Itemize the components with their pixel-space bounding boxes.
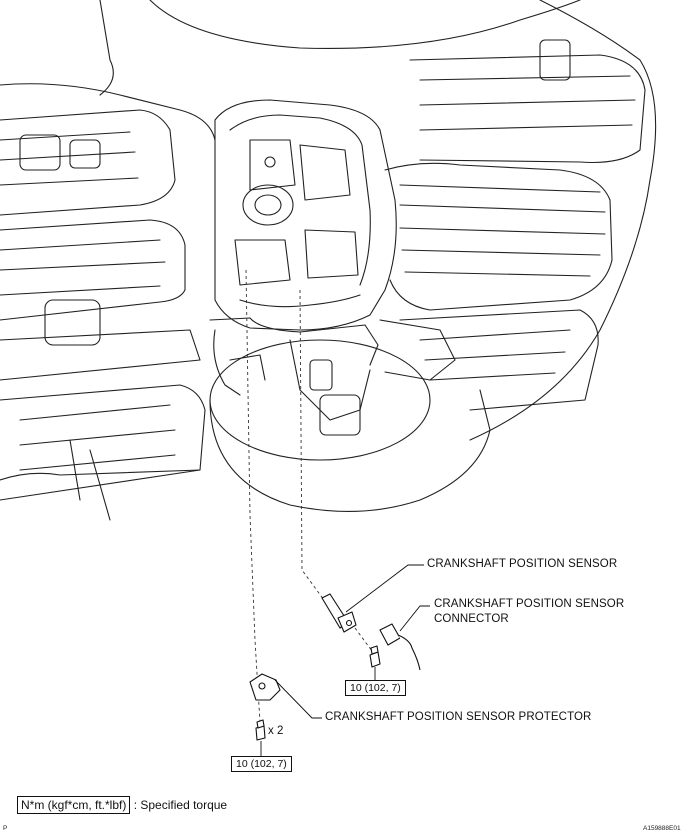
connector-label-line1: CRANKSHAFT POSITION SENSOR	[434, 598, 625, 610]
torque-unit-box: N*m (kgf*cm, ft.*lbf)	[17, 796, 131, 814]
protector-bolt-torque: 10 (102, 7)	[231, 756, 292, 772]
sensor-locator-line	[299, 289, 325, 601]
crankshaft-position-sensor-connector-part	[379, 623, 421, 671]
engine-block	[214, 99, 397, 331]
sensor-leader	[345, 564, 424, 613]
connector-label-line2: CONNECTOR	[434, 613, 509, 625]
sensor-bolt-torque: 10 (102, 7)	[345, 680, 406, 696]
lower-housing	[209, 317, 379, 366]
torque-legend: N*m (kgf*cm, ft.*lbf) : Specified torque	[17, 796, 227, 814]
protector-bolt-part	[255, 719, 266, 741]
bolt-quantity: x 2	[268, 725, 284, 737]
torque-legend-description: : Specified torque	[133, 798, 228, 812]
protector-leader	[274, 679, 322, 719]
page-mark: P	[3, 825, 8, 832]
engine-upper-housing	[149, 0, 581, 49]
protector-label: CRANKSHAFT POSITION SENSOR PROTECTOR	[325, 711, 592, 723]
left-frame-rail	[0, 109, 176, 216]
figure-code: A159888E01	[643, 825, 681, 832]
connector-leader	[399, 605, 430, 632]
protector-locator-line	[245, 269, 261, 723]
crankshaft-position-sensor-part	[321, 593, 357, 633]
crankshaft-position-sensor-protector-part	[249, 673, 281, 701]
right-cover-panels	[384, 162, 613, 311]
sensor-label: CRANKSHAFT POSITION SENSOR	[427, 558, 618, 570]
sensor-bolt-part	[369, 645, 381, 668]
